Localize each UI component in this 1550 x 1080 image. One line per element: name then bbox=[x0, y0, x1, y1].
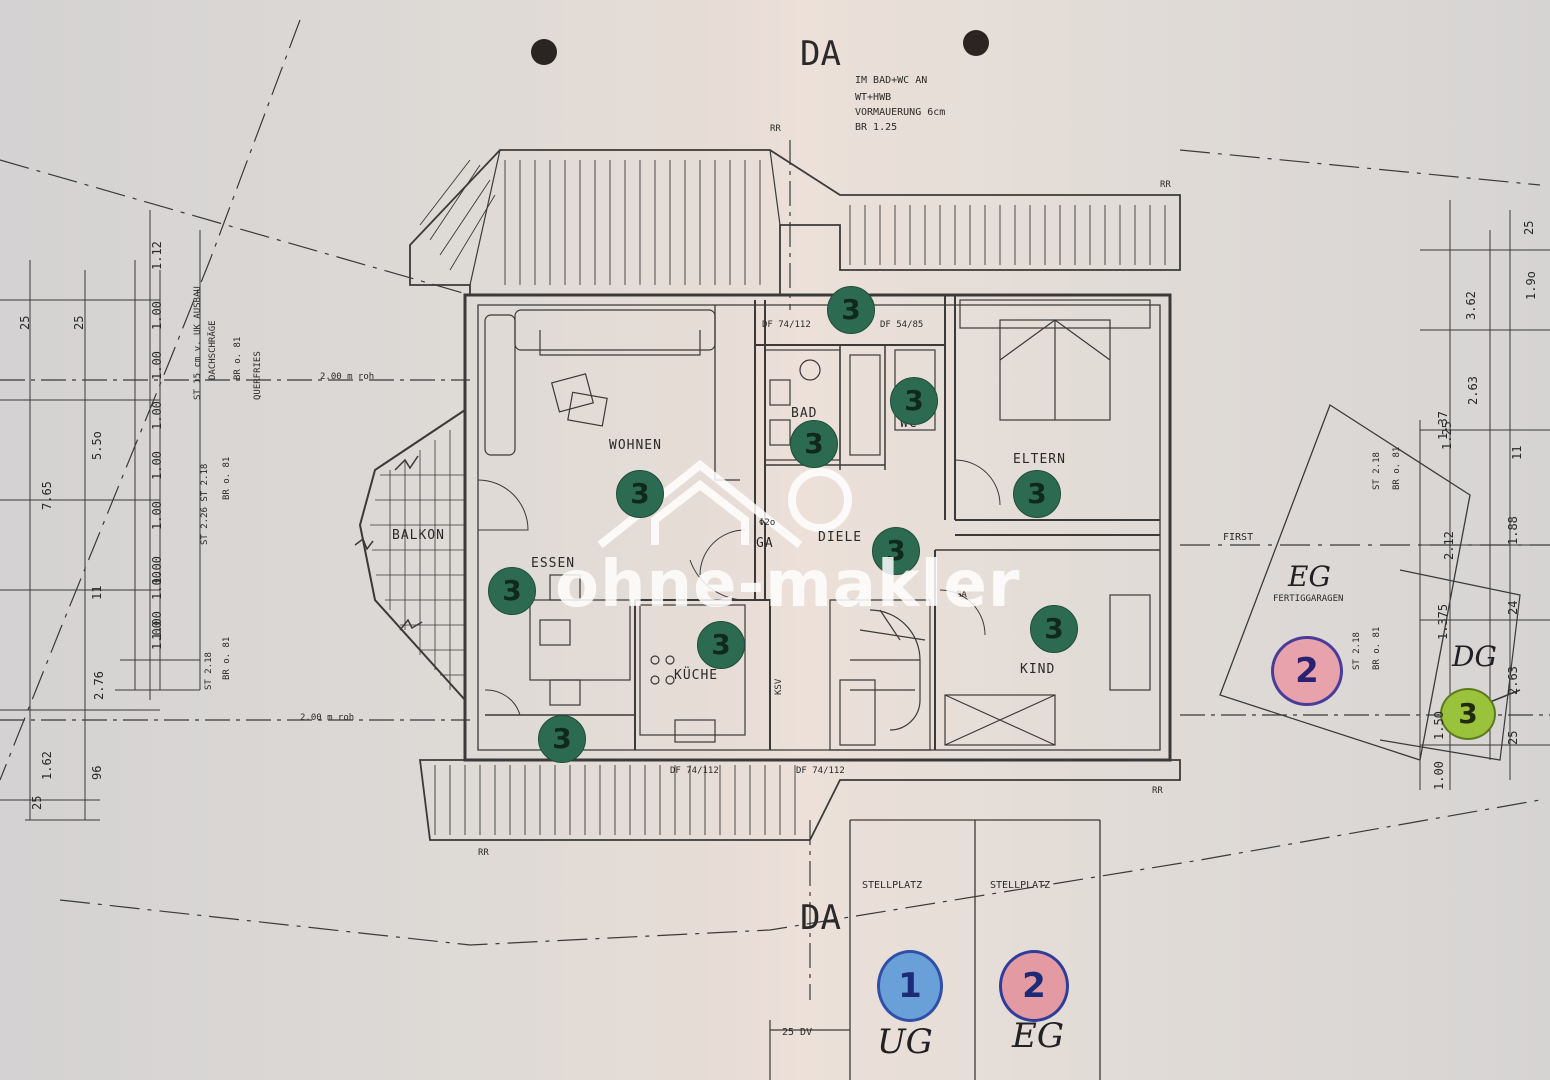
pink-circle-marker-garage: 2 bbox=[1271, 636, 1343, 706]
handwriting-dg: DG bbox=[1452, 640, 1497, 673]
rr-bottom-right-label: RR bbox=[1152, 786, 1163, 796]
room-balkon: BALKON bbox=[392, 528, 445, 543]
dimension-label-right: 1.375 bbox=[1436, 603, 1450, 640]
roh-label-1: 2.00 m roh bbox=[320, 372, 375, 382]
room-wohnen: WOHNEN bbox=[609, 438, 662, 453]
dimension-label-left: 1.00 bbox=[150, 401, 164, 430]
dimension-label-right: 1.37 bbox=[1436, 411, 1450, 440]
room-kueche: KÜCHE bbox=[674, 668, 719, 683]
dimension-label-right: 25 bbox=[1506, 730, 1520, 745]
dimension-label-left: 7.65 bbox=[40, 481, 54, 510]
left-note-8: BR o. 81 bbox=[222, 636, 232, 680]
watermark-text: ohne-makler bbox=[555, 548, 1021, 622]
dimension-label-right: 2.63 bbox=[1506, 666, 1520, 695]
ksv-label: KSV bbox=[774, 678, 784, 695]
dimension-label-right: 2.63 bbox=[1466, 376, 1480, 405]
dimension-label-left: 25 bbox=[30, 795, 44, 810]
rr-top-label: RR bbox=[770, 124, 781, 134]
dimension-label-left: 25 bbox=[72, 315, 86, 330]
room-stellplatz-1: STELLPLATZ bbox=[862, 880, 923, 891]
dimension-label-left: 96 bbox=[90, 765, 104, 780]
phi-label: Φ2o bbox=[759, 518, 776, 528]
left-note-3: BR o. 81 bbox=[233, 336, 243, 380]
room-ga: GA bbox=[756, 536, 774, 551]
bath-note-1: IM BAD+WC AN bbox=[855, 75, 928, 86]
dimension-label-left: 2.76 bbox=[92, 671, 106, 700]
room-essen: ESSEN bbox=[531, 556, 576, 571]
dimension-label-right: 1.50 bbox=[1432, 711, 1446, 740]
green-marker: 3 bbox=[1013, 470, 1061, 518]
dimension-label-right: 3.62 bbox=[1464, 291, 1478, 320]
dimension-label-right: 24 bbox=[1506, 600, 1520, 615]
dimension-label-right: 1.88 bbox=[1506, 516, 1520, 545]
df-label-1: DF 74/112 bbox=[762, 320, 811, 330]
dimension-label-left: 1.00 bbox=[150, 351, 164, 380]
green-marker: 3 bbox=[616, 470, 664, 518]
right-note-3: ST 2.18 bbox=[1352, 632, 1362, 670]
right-note-2: BR o. 81 bbox=[1392, 446, 1402, 490]
first-label: FIRST bbox=[1223, 532, 1254, 543]
bath-note-2: WT+HWB bbox=[855, 92, 892, 103]
dimension-label-right: 1.9o bbox=[1524, 271, 1538, 300]
roh-label-2: 2.00 m roh bbox=[300, 713, 355, 723]
df-label-4: DF 74/112 bbox=[796, 766, 845, 776]
bath-note-4: BR 1.25 bbox=[855, 122, 898, 133]
room-bad: BAD bbox=[791, 406, 818, 421]
dimension-label-right: 2.12 bbox=[1442, 531, 1456, 560]
dimension-label-right: 1.00 bbox=[1432, 761, 1446, 790]
green-marker: 3 bbox=[538, 715, 586, 763]
garage-label: FERTIGGARAGEN bbox=[1273, 594, 1344, 604]
room-diele: DIELE bbox=[818, 530, 863, 545]
green-marker: 3 bbox=[790, 420, 838, 468]
rr-right-label: RR bbox=[1160, 180, 1171, 190]
room-stellplatz-2: STELLPLATZ bbox=[990, 880, 1051, 891]
handwriting-eg-parking: EG bbox=[1012, 1016, 1064, 1056]
left-note-7: ST 2.18 bbox=[204, 652, 214, 690]
handwriting-eg-garage: EG bbox=[1288, 560, 1331, 593]
room-kind: KIND bbox=[1020, 662, 1056, 677]
dimension-label-left: 1.00 bbox=[150, 571, 164, 600]
df-label-2: DF 54/85 bbox=[880, 320, 924, 330]
rr-bottom-left-label: RR bbox=[478, 848, 489, 858]
green-marker: 3 bbox=[488, 567, 536, 615]
handwriting-ug: UG bbox=[877, 1022, 933, 1062]
dv-label: 25 DV bbox=[782, 1027, 813, 1038]
green-marker: 3 bbox=[872, 527, 920, 575]
green-marker: 3 bbox=[890, 377, 938, 425]
dimension-label-right: 25 bbox=[1522, 220, 1536, 235]
dimension-label-left: 11 bbox=[90, 585, 104, 600]
dimension-label-left: 1.00 bbox=[150, 301, 164, 330]
ga-label-2: GA bbox=[956, 590, 967, 600]
right-note-4: BR o. 81 bbox=[1372, 626, 1382, 670]
left-note-5: ST 2.26 ST 2.18 bbox=[200, 463, 210, 545]
left-note-1: ST 15 cm v. UK AUSBAU bbox=[193, 286, 203, 400]
dimension-label-left: 1.62 bbox=[40, 751, 54, 780]
bath-note-3: VORMAUERUNG 6cm bbox=[855, 107, 946, 118]
df-label-3: DF 74/112 bbox=[670, 766, 719, 776]
left-note-4: QUERFRIES bbox=[253, 351, 263, 400]
left-note-2: DACHSCHRÄGE bbox=[208, 320, 218, 380]
green-marker: 3 bbox=[827, 286, 875, 334]
left-note-6: BR o. 81 bbox=[222, 456, 232, 500]
dimension-label-left: 1.00 bbox=[150, 451, 164, 480]
dimension-label-left: 5.5o bbox=[90, 431, 104, 460]
lime-circle-marker: 3 bbox=[1440, 688, 1496, 740]
da-top-label: DA bbox=[800, 34, 841, 74]
green-marker: 3 bbox=[697, 621, 745, 669]
blue-circle-marker: 1 bbox=[877, 950, 943, 1022]
pink-circle-marker-parking: 2 bbox=[999, 950, 1069, 1022]
dimension-label-left: 25 bbox=[18, 315, 32, 330]
right-note-1: ST 2.18 bbox=[1372, 452, 1382, 490]
dimension-label-left: 1.12 bbox=[150, 241, 164, 270]
da-bottom-label: DA bbox=[800, 898, 841, 938]
green-marker: 3 bbox=[1030, 605, 1078, 653]
room-eltern: ELTERN bbox=[1013, 452, 1066, 467]
dimension-label-left: 1.00 bbox=[150, 611, 164, 640]
dimension-label-left: 1.00 bbox=[150, 501, 164, 530]
dimension-label-right: 11 bbox=[1510, 445, 1524, 460]
